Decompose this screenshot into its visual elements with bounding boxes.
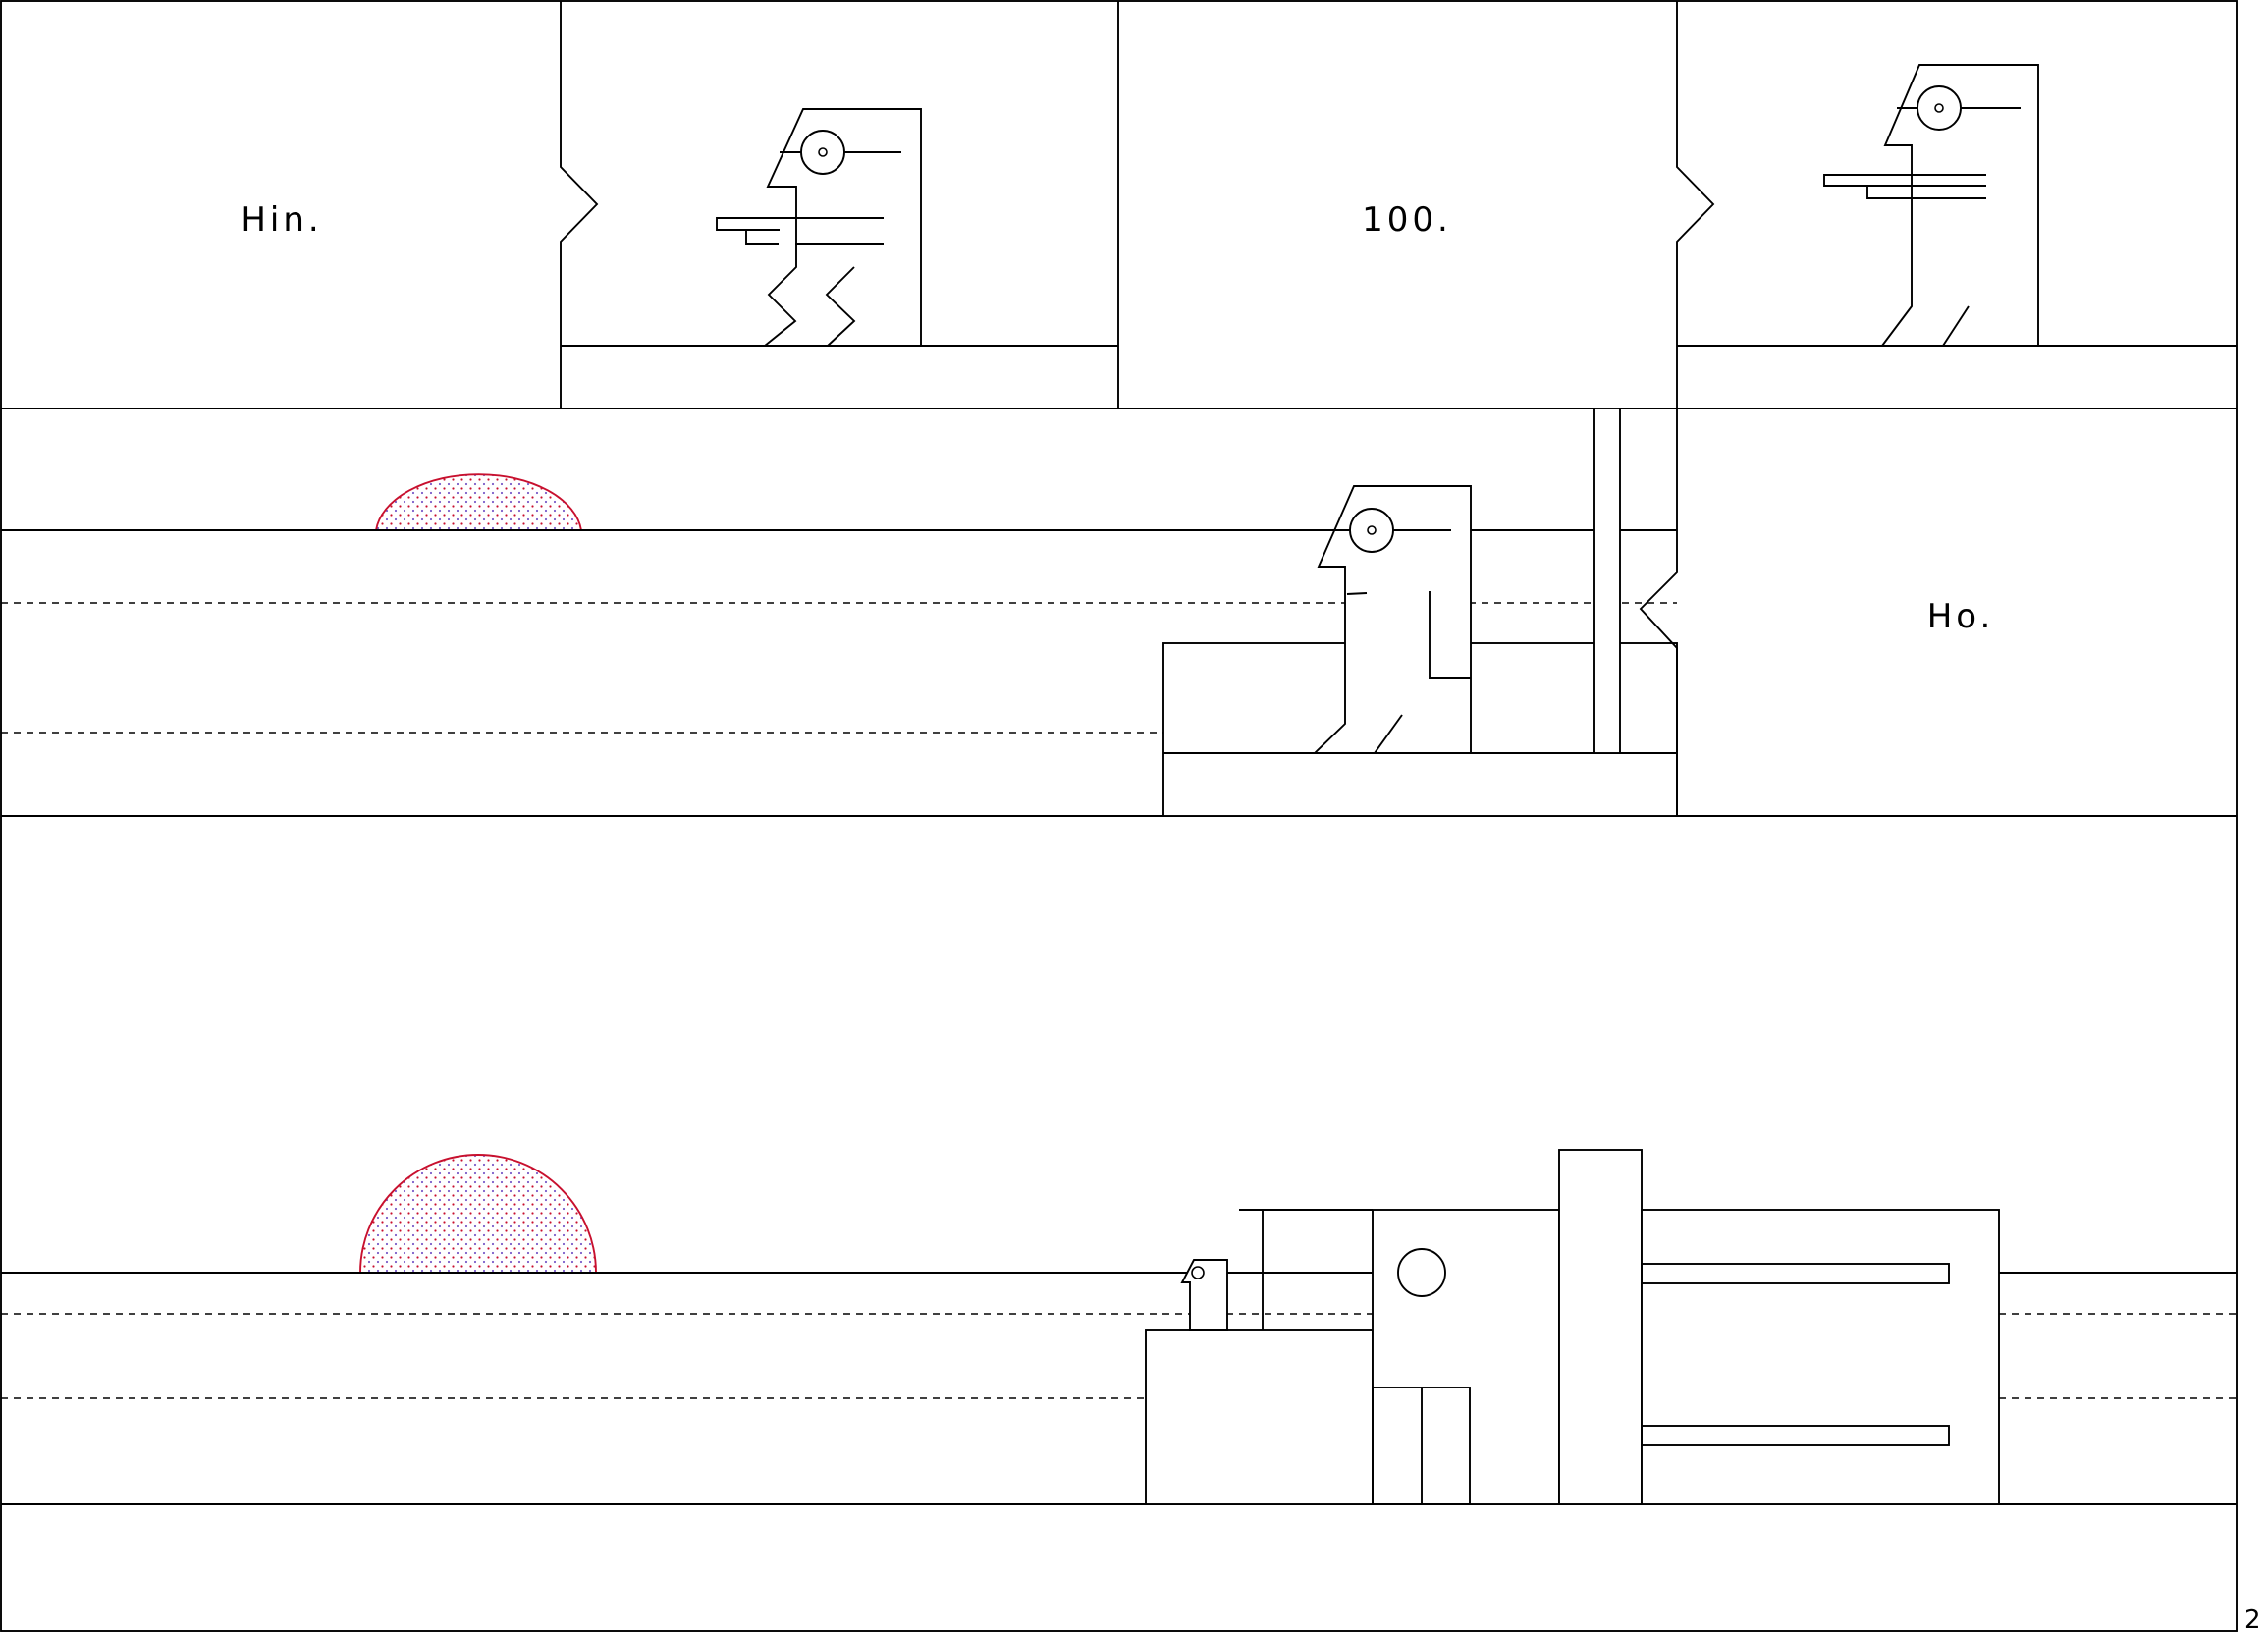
standing-figure bbox=[1312, 485, 1472, 754]
panel-divider-notch-1 bbox=[560, 1, 599, 408]
post bbox=[1593, 408, 1621, 754]
building-structure bbox=[1145, 1149, 2000, 1505]
page-number: 2 bbox=[2244, 1606, 2261, 1633]
panel-7 bbox=[1, 1149, 2237, 1505]
sun-icon bbox=[374, 473, 583, 531]
panel-3: 100. bbox=[1362, 200, 1452, 240]
panel-divider-notch-3 bbox=[1639, 408, 1678, 816]
panel-3-caption: 100. bbox=[1362, 200, 1452, 240]
tall-tower bbox=[1558, 1149, 1643, 1505]
walking-figure bbox=[716, 108, 922, 347]
panel-6-caption: Ho. bbox=[1927, 597, 1995, 636]
panel-1: Hin. bbox=[241, 200, 322, 240]
porthole-icon bbox=[1397, 1248, 1446, 1297]
pointing-figure bbox=[1823, 64, 2039, 347]
eye-icon bbox=[800, 130, 845, 175]
panel-divider-notch-2 bbox=[1676, 1, 1715, 408]
panel-5 bbox=[1, 408, 1678, 817]
panel-2 bbox=[561, 108, 1118, 347]
slot-lower bbox=[1641, 1425, 1950, 1446]
eye-icon bbox=[1917, 85, 1962, 131]
slot-upper bbox=[1641, 1263, 1950, 1284]
low-block bbox=[1145, 1329, 1374, 1505]
tiny-figure bbox=[1180, 1259, 1228, 1331]
sun-icon bbox=[359, 1154, 597, 1274]
panel-4 bbox=[1677, 64, 2237, 347]
wing-block bbox=[1641, 1209, 2000, 1505]
main-block bbox=[1372, 1209, 1560, 1505]
panel-6: Ho. bbox=[1927, 597, 1995, 636]
panel-1-caption: Hin. bbox=[241, 200, 322, 240]
